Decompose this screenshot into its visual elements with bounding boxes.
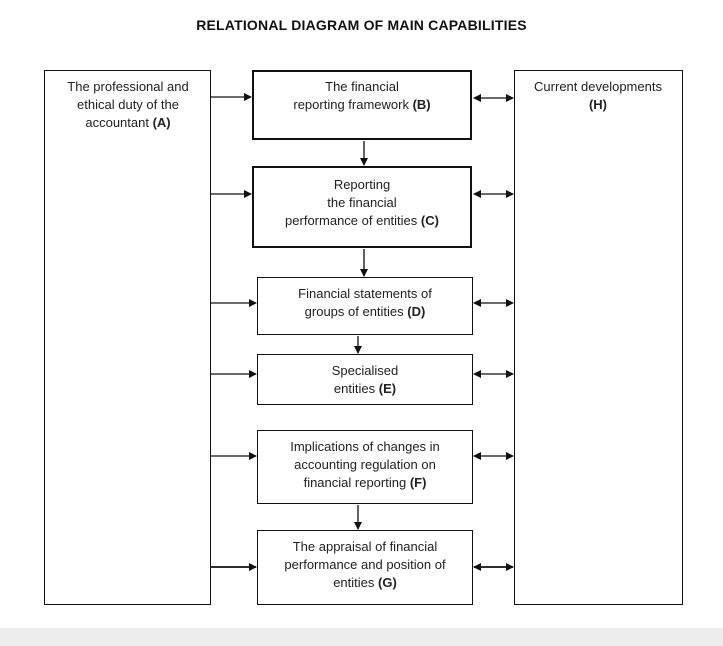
box-g-line3-text: entities: [333, 575, 379, 590]
box-g-line3: entities (G): [262, 574, 468, 592]
box-h-line1: Current developments: [534, 79, 662, 94]
box-f-line1: Implications of changes in: [290, 439, 440, 454]
box-d-line2: groups of entities (D): [262, 303, 468, 321]
box-a-line2: ethical duty of the: [77, 97, 179, 112]
box-d-group-financial-statements: [257, 277, 473, 335]
box-a-line3-text: accountant: [85, 115, 153, 130]
box-a-professional-ethical-duty: [44, 70, 211, 605]
box-f-line3-text: financial reporting: [303, 475, 410, 490]
box-a-letter: (A): [152, 115, 171, 130]
box-b-letter: (B): [412, 97, 431, 112]
box-c-line3: performance of entities (C): [256, 212, 468, 230]
diagram-title: RELATIONAL DIAGRAM OF MAIN CAPABILITIES: [196, 17, 527, 33]
box-e-letter: (E): [378, 381, 397, 396]
box-c-letter: (C): [420, 213, 439, 228]
box-h-label: Current developments (H): [518, 78, 678, 114]
box-d-line1: Financial statements of: [298, 286, 432, 301]
box-h-letter: (H): [588, 97, 608, 112]
box-e-line2: entities (E): [262, 380, 468, 398]
box-e-line1: Specialised: [331, 363, 399, 378]
box-a-label: The professional and ethical duty of the…: [52, 78, 204, 132]
box-g-letter: (G): [378, 575, 397, 590]
box-e-label: Specialised entities (E): [262, 362, 468, 398]
box-f-accounting-regulation-changes: [257, 430, 473, 504]
box-g-label: The appraisal of financial performance a…: [262, 538, 468, 592]
box-c-reporting-financial-performance: [252, 166, 472, 248]
box-b-label: The financial reporting framework (B): [256, 78, 468, 114]
box-f-letter: (F): [409, 475, 427, 490]
box-a-line1: The professional and: [67, 79, 189, 94]
box-h-current-developments: [514, 70, 683, 605]
box-b-line1: The financial: [325, 79, 399, 94]
box-b-financial-reporting-framework: [252, 70, 472, 140]
bottom-strip: [0, 628, 723, 646]
box-c-line1: Reporting: [333, 177, 391, 192]
box-c-line3-text: performance of entities: [285, 213, 421, 228]
box-e-line2-text: entities: [333, 381, 379, 396]
box-f-line3: financial reporting (F): [262, 474, 468, 492]
box-a-line3: accountant (A): [52, 114, 204, 132]
box-g-appraisal-financial-performance: [257, 530, 473, 605]
box-d-label: Financial statements of groups of entiti…: [262, 285, 468, 321]
box-g-line2: performance and position of: [284, 557, 446, 572]
box-e-specialised-entities: [257, 354, 473, 405]
box-d-letter: (D): [407, 304, 426, 319]
box-f-label: Implications of changes in accounting re…: [262, 438, 468, 492]
box-c-label: Reporting the financial performance of e…: [256, 176, 468, 230]
box-f-line2: accounting regulation on: [294, 457, 436, 472]
box-g-line1: The appraisal of financial: [292, 539, 438, 554]
box-d-line2-text: groups of entities: [304, 304, 408, 319]
box-c-line2: the financial: [327, 195, 397, 210]
box-b-line2-text: reporting framework: [293, 97, 413, 112]
box-b-line2: reporting framework (B): [256, 96, 468, 114]
